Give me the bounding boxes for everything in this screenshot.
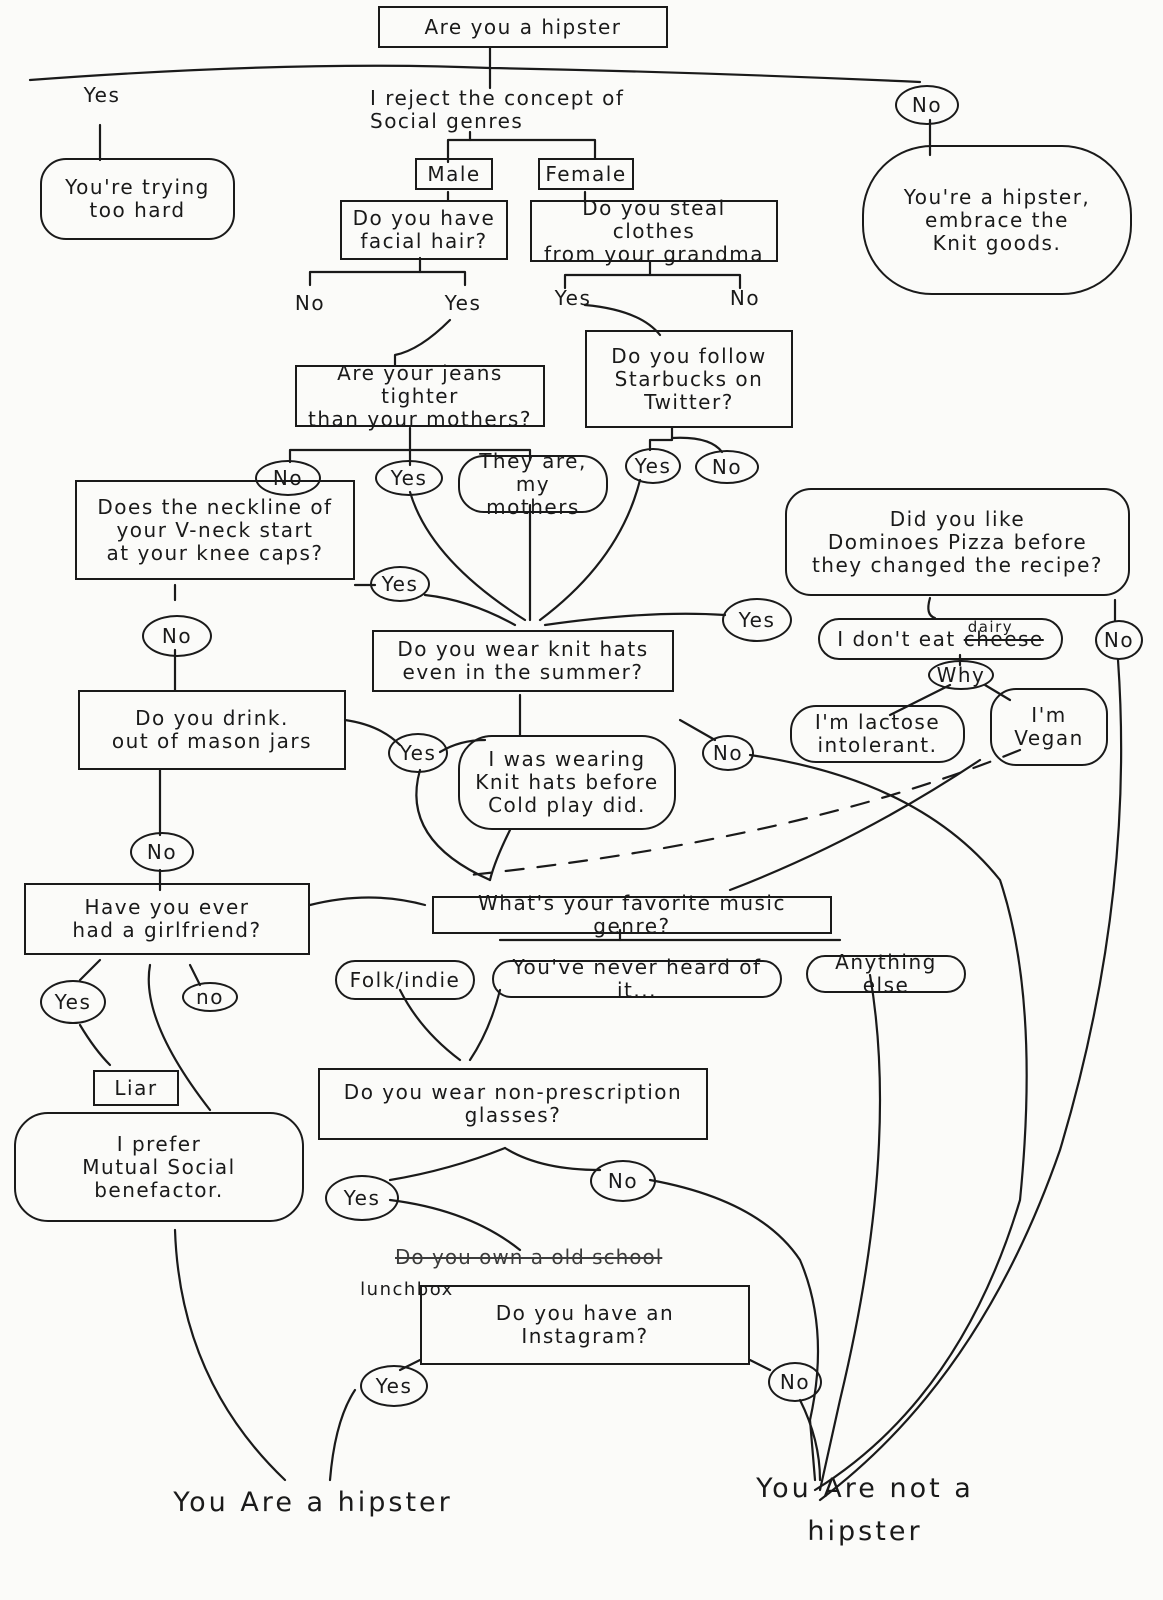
- trying-too-hard-bubble: You're trying too hard: [40, 158, 235, 240]
- knit-hats-summer-question-box: Do you wear knit hats even in the summer…: [372, 630, 674, 692]
- dairy-text-a: I don't eat: [837, 626, 956, 651]
- dairy-struck-word: cheese: [963, 626, 1044, 651]
- instagram-no: No: [768, 1362, 822, 1402]
- facial-hair-question-box: Do you have facial hair?: [340, 200, 508, 260]
- dominos-question-bubble: Did you like Dominoes Pizza before they …: [785, 488, 1130, 596]
- glasses-yes: Yes: [325, 1175, 399, 1221]
- glasses-no: No: [590, 1160, 656, 1202]
- grandma-clothes-question-box: Do you steal clothes from your grandma: [530, 196, 778, 265]
- facial-hair-no: No: [294, 290, 326, 315]
- male-box: Male: [415, 158, 493, 190]
- jeans-no: No: [255, 460, 321, 496]
- girlfriend-question-box: Have you ever had a girlfriend?: [24, 883, 310, 955]
- jeans-they-are-mothers: They are, my mothers: [458, 449, 608, 518]
- instagram-question-box: Do you have an Instagram?: [420, 1285, 750, 1365]
- starbucks-no: No: [695, 450, 759, 484]
- result-not-hipster: You Are not a hipster: [756, 1472, 974, 1547]
- grandma-yes: Yes: [554, 285, 592, 310]
- dont-eat-dairy-bubble: I don't eat cheese dairy: [818, 618, 1063, 660]
- vneck-question-box: Does the neckline of your V-neck start a…: [75, 480, 355, 580]
- title-question-box: Are you a hipster: [378, 6, 668, 48]
- mason-no: No: [130, 832, 194, 872]
- lactose-intolerant-bubble: I'm lactose intolerant.: [790, 705, 965, 763]
- dominos-yes: Yes: [722, 598, 792, 642]
- answer-yes-top: Yes: [83, 82, 121, 107]
- vneck-yes: Yes: [370, 566, 430, 602]
- vegan-bubble: I'm Vegan: [990, 688, 1108, 766]
- vneck-no: No: [142, 615, 212, 657]
- reject-genres-text: I reject the concept of Social genres: [370, 86, 625, 133]
- knit-no: No: [702, 735, 754, 771]
- instagram-yes: Yes: [360, 1365, 428, 1407]
- knit-yes: Yes: [388, 733, 448, 773]
- dairy-correction: cheese dairy: [964, 605, 1044, 674]
- grandma-no: No: [729, 285, 761, 310]
- music-genre-question-box: What's your favorite music genre?: [432, 892, 832, 938]
- coldplay-bubble: I was wearing Knit hats before Cold play…: [458, 735, 676, 830]
- jeans-yes: Yes: [375, 460, 443, 496]
- facial-hair-yes: Yes: [444, 290, 482, 315]
- why-oval: Why: [928, 660, 994, 690]
- jeans-tighter-question-box: Are your jeans tighter than your mothers…: [295, 361, 545, 430]
- never-heard-answer: You've never heard of it...: [492, 956, 782, 1002]
- starbucks-twitter-question-box: Do you follow Starbucks on Twitter?: [585, 330, 793, 428]
- female-box: Female: [538, 158, 634, 190]
- dominos-no: No: [1095, 620, 1143, 660]
- girlfriend-no: no: [182, 982, 238, 1012]
- result-you-are-hipster: You Are a hipster: [173, 1487, 453, 1519]
- mutual-benefactor-bubble: I prefer Mutual Social benefactor.: [14, 1112, 304, 1222]
- answer-no-top: No: [895, 85, 959, 125]
- lunchbox-text: lunchbox: [360, 1278, 454, 1300]
- anything-else-answer: Anything else: [806, 951, 966, 997]
- glasses-question-box: Do you wear non-prescription glasses?: [318, 1068, 708, 1140]
- scribbled-out-question: Do you own a old school: [395, 1245, 663, 1269]
- liar-box: Liar: [93, 1070, 179, 1106]
- mason-jars-question-box: Do you drink. out of mason jars: [78, 690, 346, 770]
- starbucks-yes: Yes: [625, 448, 681, 484]
- dairy-inserted-word: dairy: [967, 617, 1014, 636]
- girlfriend-yes: Yes: [40, 980, 106, 1024]
- folk-indie-answer: Folk/indie: [335, 960, 475, 1000]
- youre-hipster-knit-bubble: You're a hipster, embrace the Knit goods…: [862, 145, 1132, 295]
